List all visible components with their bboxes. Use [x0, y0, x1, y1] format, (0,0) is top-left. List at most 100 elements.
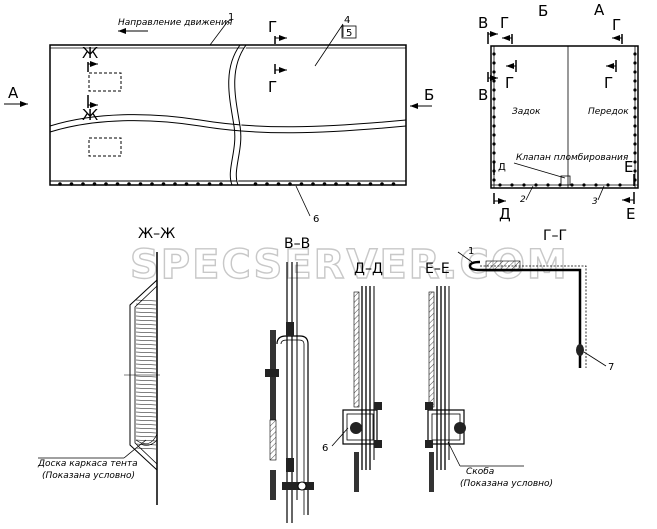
- section-v-v-title: В–В: [284, 236, 310, 252]
- tarp-outline: [49, 44, 407, 186]
- eyelet: [633, 88, 637, 92]
- section-g-mark-rt-left2: Г: [505, 74, 514, 92]
- eyelet: [492, 88, 496, 92]
- eyelet: [492, 61, 496, 65]
- e-note-line1: Скоба: [466, 467, 494, 477]
- section-e-mark-bottom: Е: [626, 205, 635, 223]
- zh-note-line1: Доска каркаса тента: [37, 459, 138, 469]
- section-e-e: Е–Е Скоба (Показана условно): [425, 261, 553, 492]
- seal-valve-label: Клапан пломбирования: [516, 153, 629, 163]
- eyelet: [92, 182, 97, 186]
- section-g-g-title: Г–Г: [543, 228, 567, 244]
- eyelet: [498, 183, 502, 187]
- eyelet: [81, 182, 85, 186]
- eyelet: [127, 182, 131, 186]
- eyelet: [633, 115, 637, 119]
- callout-4: 4: [344, 15, 350, 26]
- eyelet: [633, 169, 637, 173]
- detail-callout-7: 7: [608, 362, 614, 373]
- section-g-mark-rt-right2: Г: [604, 74, 613, 92]
- eyelet: [253, 182, 258, 186]
- seal-valve: [560, 175, 571, 186]
- callout-5: 5: [346, 28, 352, 39]
- eyelet: [322, 182, 327, 186]
- eyelet: [219, 182, 223, 186]
- callout-6-section: 6: [322, 443, 328, 454]
- view-a-label-right: А: [594, 1, 605, 19]
- view-a-label: А: [8, 84, 19, 102]
- callout-2: 2: [520, 195, 526, 205]
- eyelet: [492, 151, 496, 155]
- eyelet: [633, 97, 637, 101]
- eyelet: [546, 183, 550, 187]
- eyelet: [492, 97, 496, 101]
- view-b-label: Б: [424, 86, 434, 104]
- eyelet: [534, 183, 538, 187]
- eyelet: [184, 182, 189, 186]
- eyelet: [380, 182, 384, 186]
- section-g-mark-bottom: Г: [268, 78, 277, 96]
- eyelet: [633, 106, 637, 110]
- eyelet: [492, 124, 496, 128]
- eyelet: [69, 182, 74, 186]
- eyelet: [115, 182, 120, 186]
- section-zh-mark-bottom: Ж: [82, 106, 98, 124]
- tarp-side-view: Направление движения Ж Ж Г Г 1 4: [4, 12, 434, 225]
- section-v-mark-bottom: В: [478, 86, 488, 104]
- section-zh-zh-title: Ж–Ж: [138, 226, 175, 242]
- eyelet-rows-frame: [492, 52, 637, 187]
- e-note-line2: (Показана условно): [460, 479, 553, 489]
- eyelet: [633, 151, 637, 155]
- eyelet: [492, 79, 496, 83]
- eyelet: [173, 182, 177, 186]
- view-b-label-right: Б: [538, 2, 548, 20]
- section-d-mark-bottom: Д: [499, 205, 511, 223]
- eyelet: [492, 142, 496, 146]
- eyelet: [633, 160, 637, 164]
- eyelet: [196, 182, 200, 186]
- eyelet: [345, 182, 350, 186]
- eyelet: [299, 182, 304, 186]
- eyelet: [522, 183, 526, 187]
- dashed-pocket-lower: [88, 137, 122, 157]
- zh-note-line2: (Показана условно): [42, 471, 135, 481]
- eyelet: [633, 124, 637, 128]
- section-v-mark-top: В: [478, 14, 488, 32]
- callout-6: 6: [313, 214, 319, 225]
- section-d-d-title: Д–Д: [354, 261, 383, 277]
- eyelet: [492, 133, 496, 137]
- section-e-mark-top: Е: [624, 158, 633, 176]
- section-zh-zh: Ж–Ж Доска каркаса тента (Показана условн…: [37, 226, 175, 505]
- section-zh-mark-top: Ж: [82, 44, 98, 62]
- rear-label: Задок: [512, 107, 541, 117]
- eyelet: [492, 178, 496, 182]
- eyelet: [570, 183, 574, 187]
- eyelet: [633, 61, 637, 65]
- eyelet: [58, 182, 62, 186]
- section-v-v: В–В: [265, 236, 314, 523]
- eyelet: [368, 182, 373, 186]
- eyelet: [594, 183, 598, 187]
- direction-label: Направление движения: [118, 18, 233, 28]
- section-g-mark-rt-left: Г: [500, 14, 509, 32]
- eyelet: [207, 182, 212, 186]
- eyelet: [633, 52, 637, 56]
- eyelet: [633, 70, 637, 74]
- dashed-pocket-upper: [88, 72, 122, 92]
- eyelet: [606, 183, 610, 187]
- eyelet: [104, 182, 108, 186]
- detail-hook: 1 7: [457, 246, 614, 373]
- eyelet: [633, 79, 637, 83]
- front-label: Передок: [588, 107, 629, 117]
- eyelet: [492, 70, 496, 74]
- eyelet: [276, 182, 281, 186]
- section-g-mark-top: Г: [268, 18, 277, 36]
- eyelet: [150, 182, 154, 186]
- eyelet: [510, 183, 514, 187]
- eyelet: [618, 183, 622, 187]
- eyelet: [633, 142, 637, 146]
- eyelet: [138, 182, 143, 186]
- eyelet: [391, 182, 396, 186]
- frame-outline: [490, 45, 639, 189]
